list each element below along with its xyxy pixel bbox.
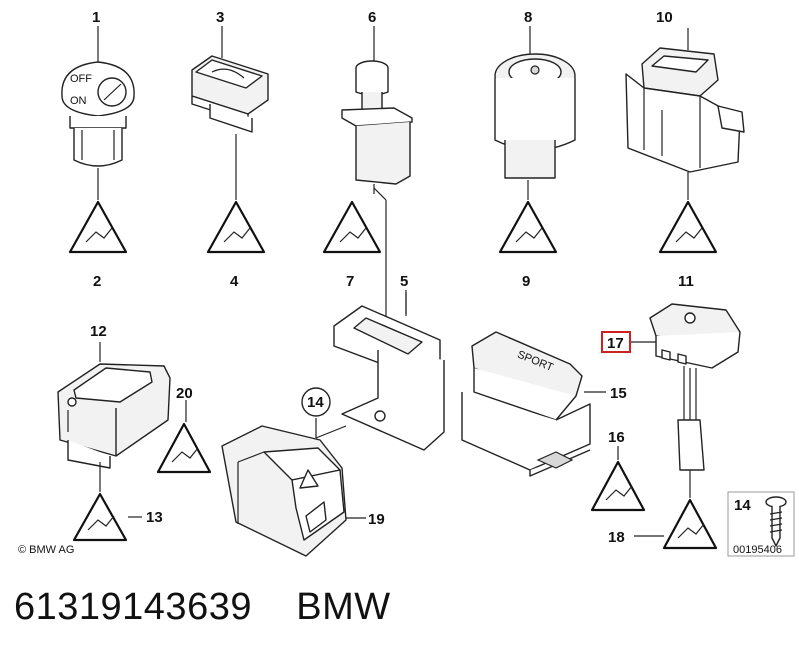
callout-11: 11: [678, 273, 694, 290]
part-number: 61319143639: [14, 586, 252, 628]
lock-on-label: ON: [70, 95, 87, 107]
callout-19: 19: [368, 511, 385, 528]
brand-name: BMW: [296, 586, 391, 628]
parts-diagram: OFF ON: [18, 9, 795, 557]
callout-8: 8: [524, 9, 532, 26]
callout-18: 18: [608, 529, 625, 546]
part-14-screw-detail: [727, 491, 795, 557]
part-15-sport-switch: SPORT: [461, 331, 606, 477]
leader-lines: [128, 292, 664, 537]
part-17-rocker-switch: [630, 303, 741, 498]
callout-1: 1: [92, 9, 100, 26]
copyright-text: © BMW AG: [18, 544, 74, 556]
warning-triangle-7: [322, 200, 382, 254]
callout-15: 15: [610, 385, 627, 402]
warning-triangle-13: [72, 492, 128, 542]
warning-triangle-9: [498, 200, 558, 254]
callout-9: 9: [522, 273, 530, 290]
callout-17-highlighted: 17: [607, 335, 624, 352]
part-1-ignition-lock: OFF ON: [61, 26, 135, 200]
warning-triangle-18: [662, 498, 718, 550]
part-12-switch-block: [57, 342, 171, 492]
callout-20: 20: [176, 385, 193, 402]
warning-triangle-11: [658, 200, 718, 254]
callout-16: 16: [608, 429, 625, 446]
callout-4: 4: [230, 273, 239, 290]
callout-7: 7: [346, 273, 354, 290]
part-caption: 61319143639 BMW: [14, 586, 391, 629]
part-8-round-button: [494, 26, 576, 200]
warning-triangle-20: [156, 422, 212, 474]
callout-6: 6: [368, 9, 376, 26]
callout-12: 12: [90, 323, 107, 340]
callout-2: 2: [93, 273, 101, 290]
callout-14-detail: 14: [734, 497, 751, 514]
warning-triangle-16: [590, 460, 646, 512]
part-3-trunk-switch: [191, 26, 269, 200]
warning-triangle-4: [206, 200, 266, 254]
callout-14: 14: [307, 394, 324, 411]
part-10-box-switch: [625, 28, 745, 200]
part-19-hazard-switch: [221, 425, 366, 557]
callout-10: 10: [656, 9, 673, 26]
drawing-number: 00195406: [733, 544, 782, 556]
lock-off-label: OFF: [70, 73, 92, 85]
callout-3: 3: [216, 9, 224, 26]
part-6-push-switch: [341, 26, 413, 380]
callout-5: 5: [400, 273, 408, 290]
callout-13: 13: [146, 509, 163, 526]
callouts: 1 2 3 4 5 6 7 8 9 10 11 12 13 14 15 16 1…: [90, 9, 751, 546]
part-5-bracket: [333, 290, 445, 451]
warning-triangle-2: [68, 200, 128, 254]
